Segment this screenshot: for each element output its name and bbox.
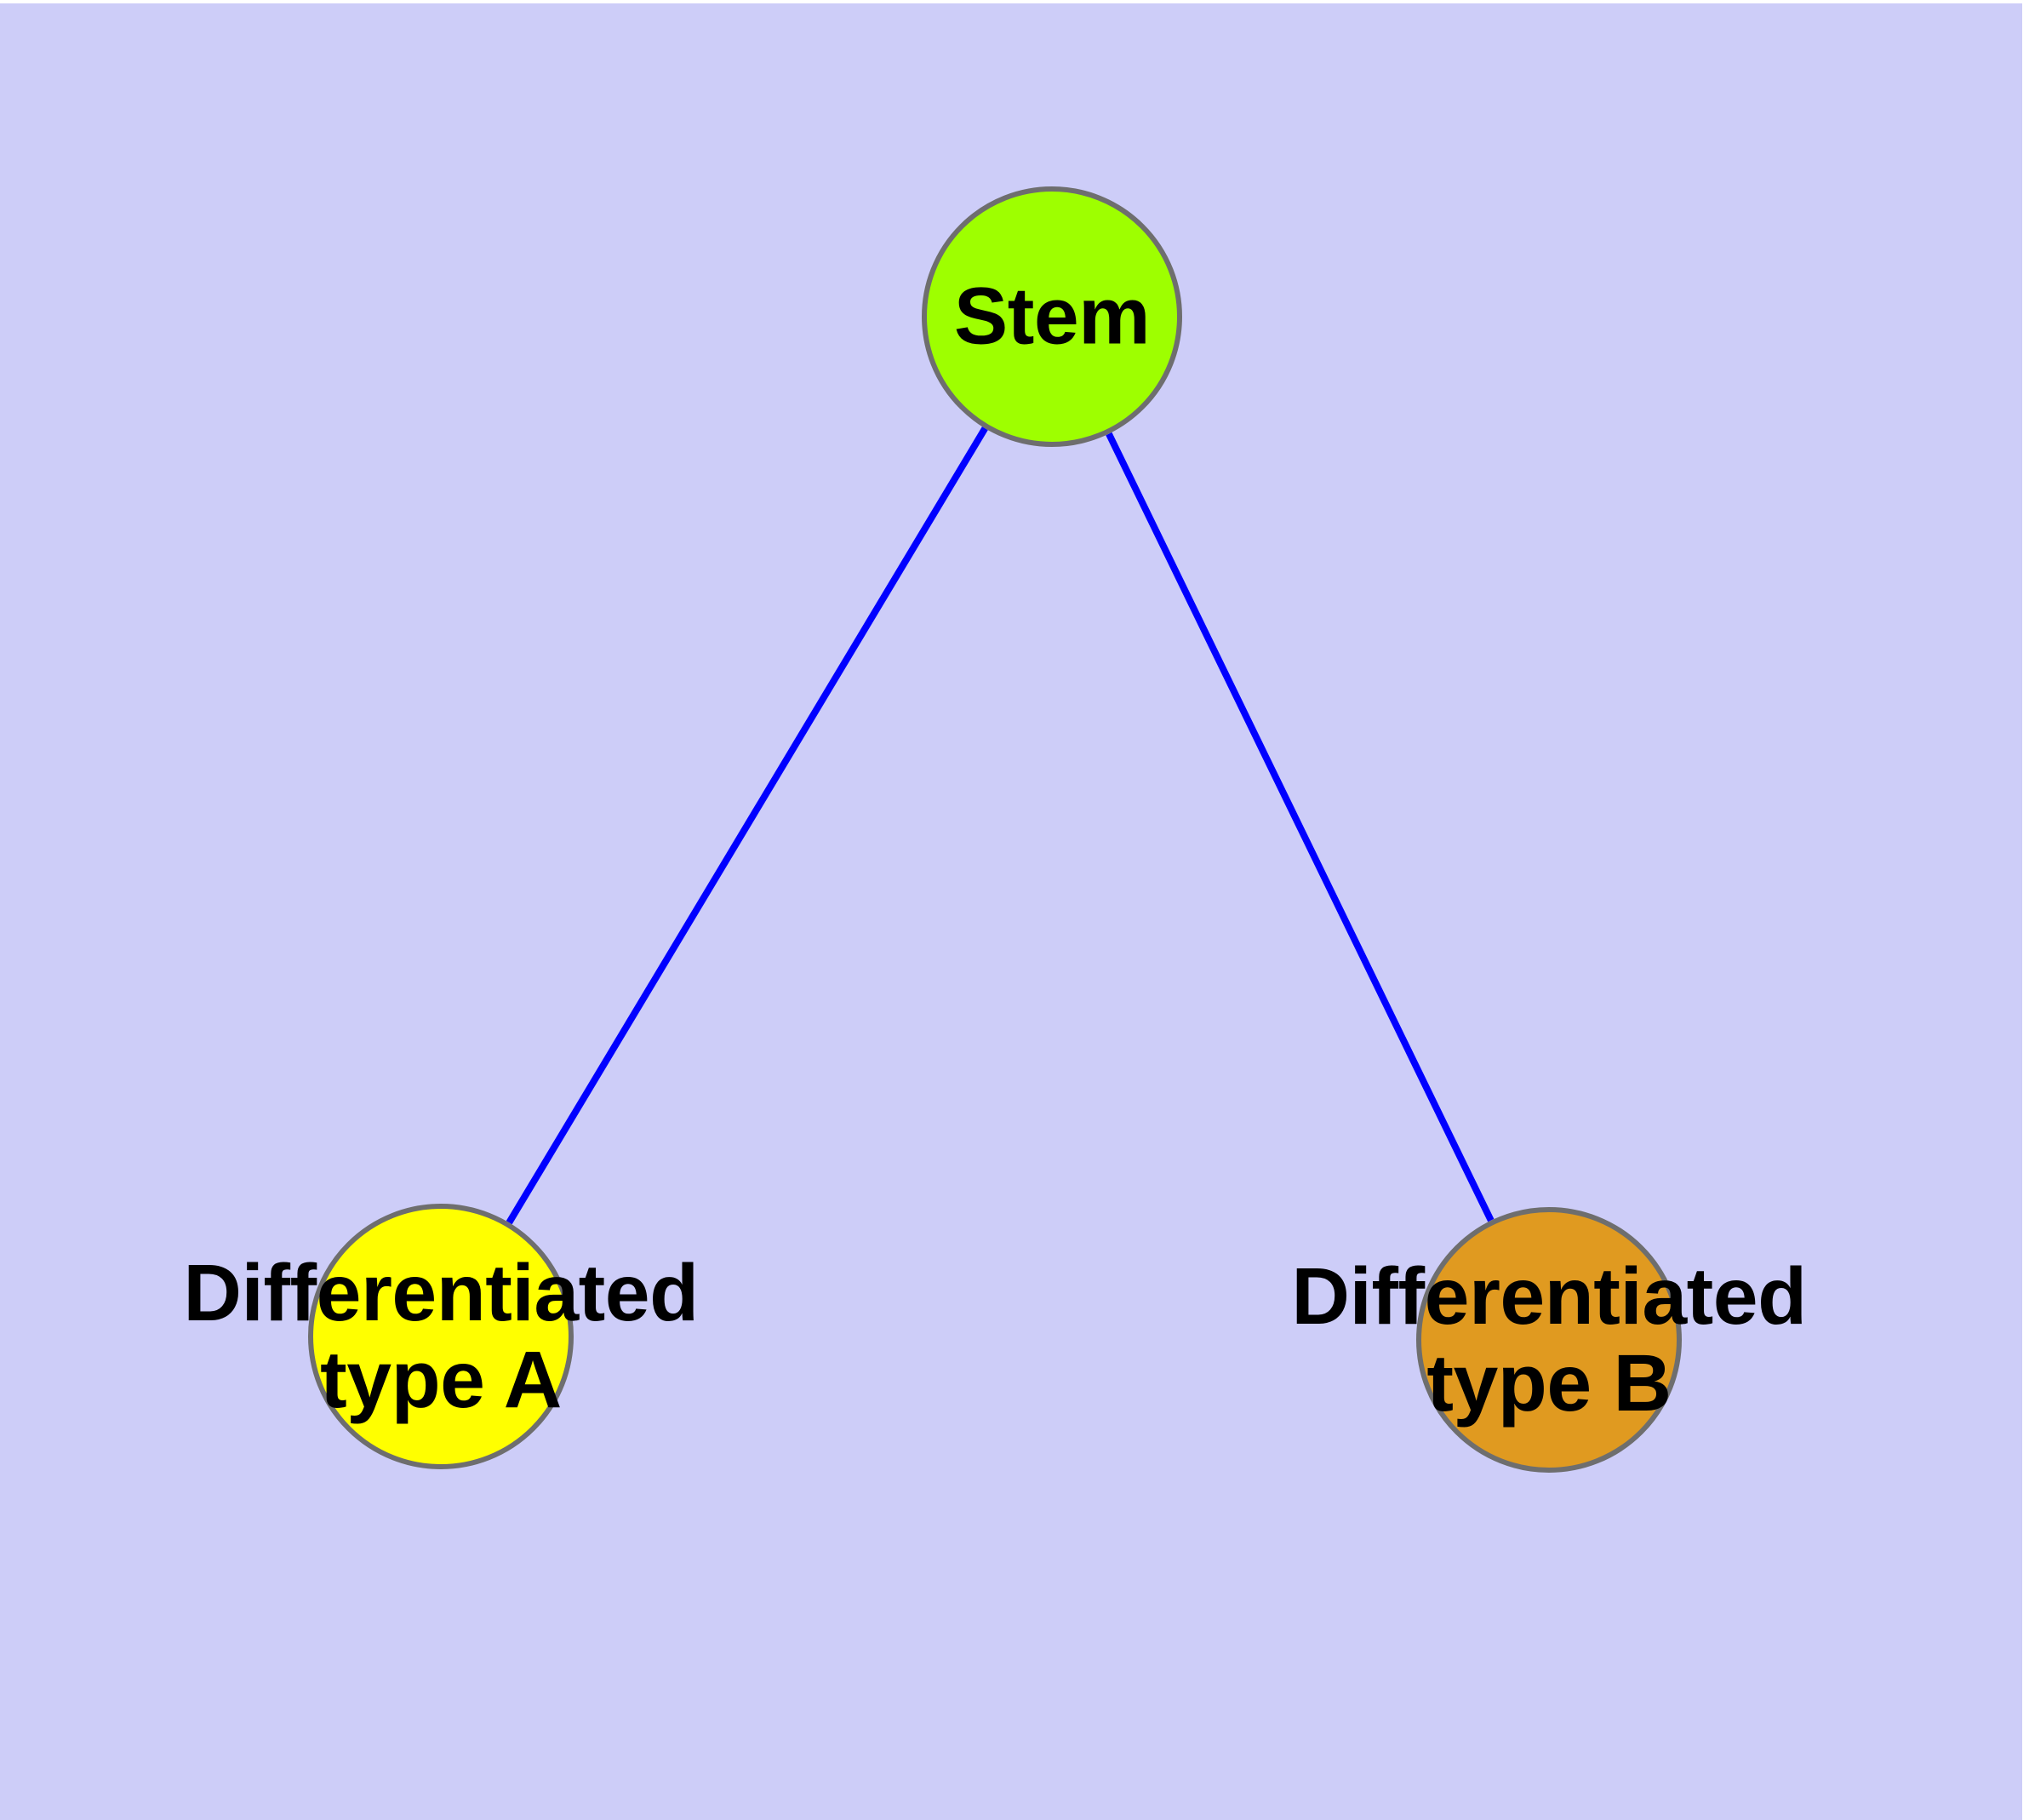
graph-svg [308, 186, 1682, 1473]
graph-node-diff_a[interactable] [308, 1204, 574, 1469]
graph-edge-stem-to-diff-a[interactable] [506, 426, 988, 1225]
graph-node-stem[interactable] [922, 186, 1182, 447]
nodes-layer [308, 186, 1682, 1473]
graph-edge-stem-to-diff-b[interactable] [1106, 432, 1495, 1222]
edges-layer [506, 426, 1495, 1225]
graph-node-diff_b[interactable] [1416, 1207, 1682, 1473]
